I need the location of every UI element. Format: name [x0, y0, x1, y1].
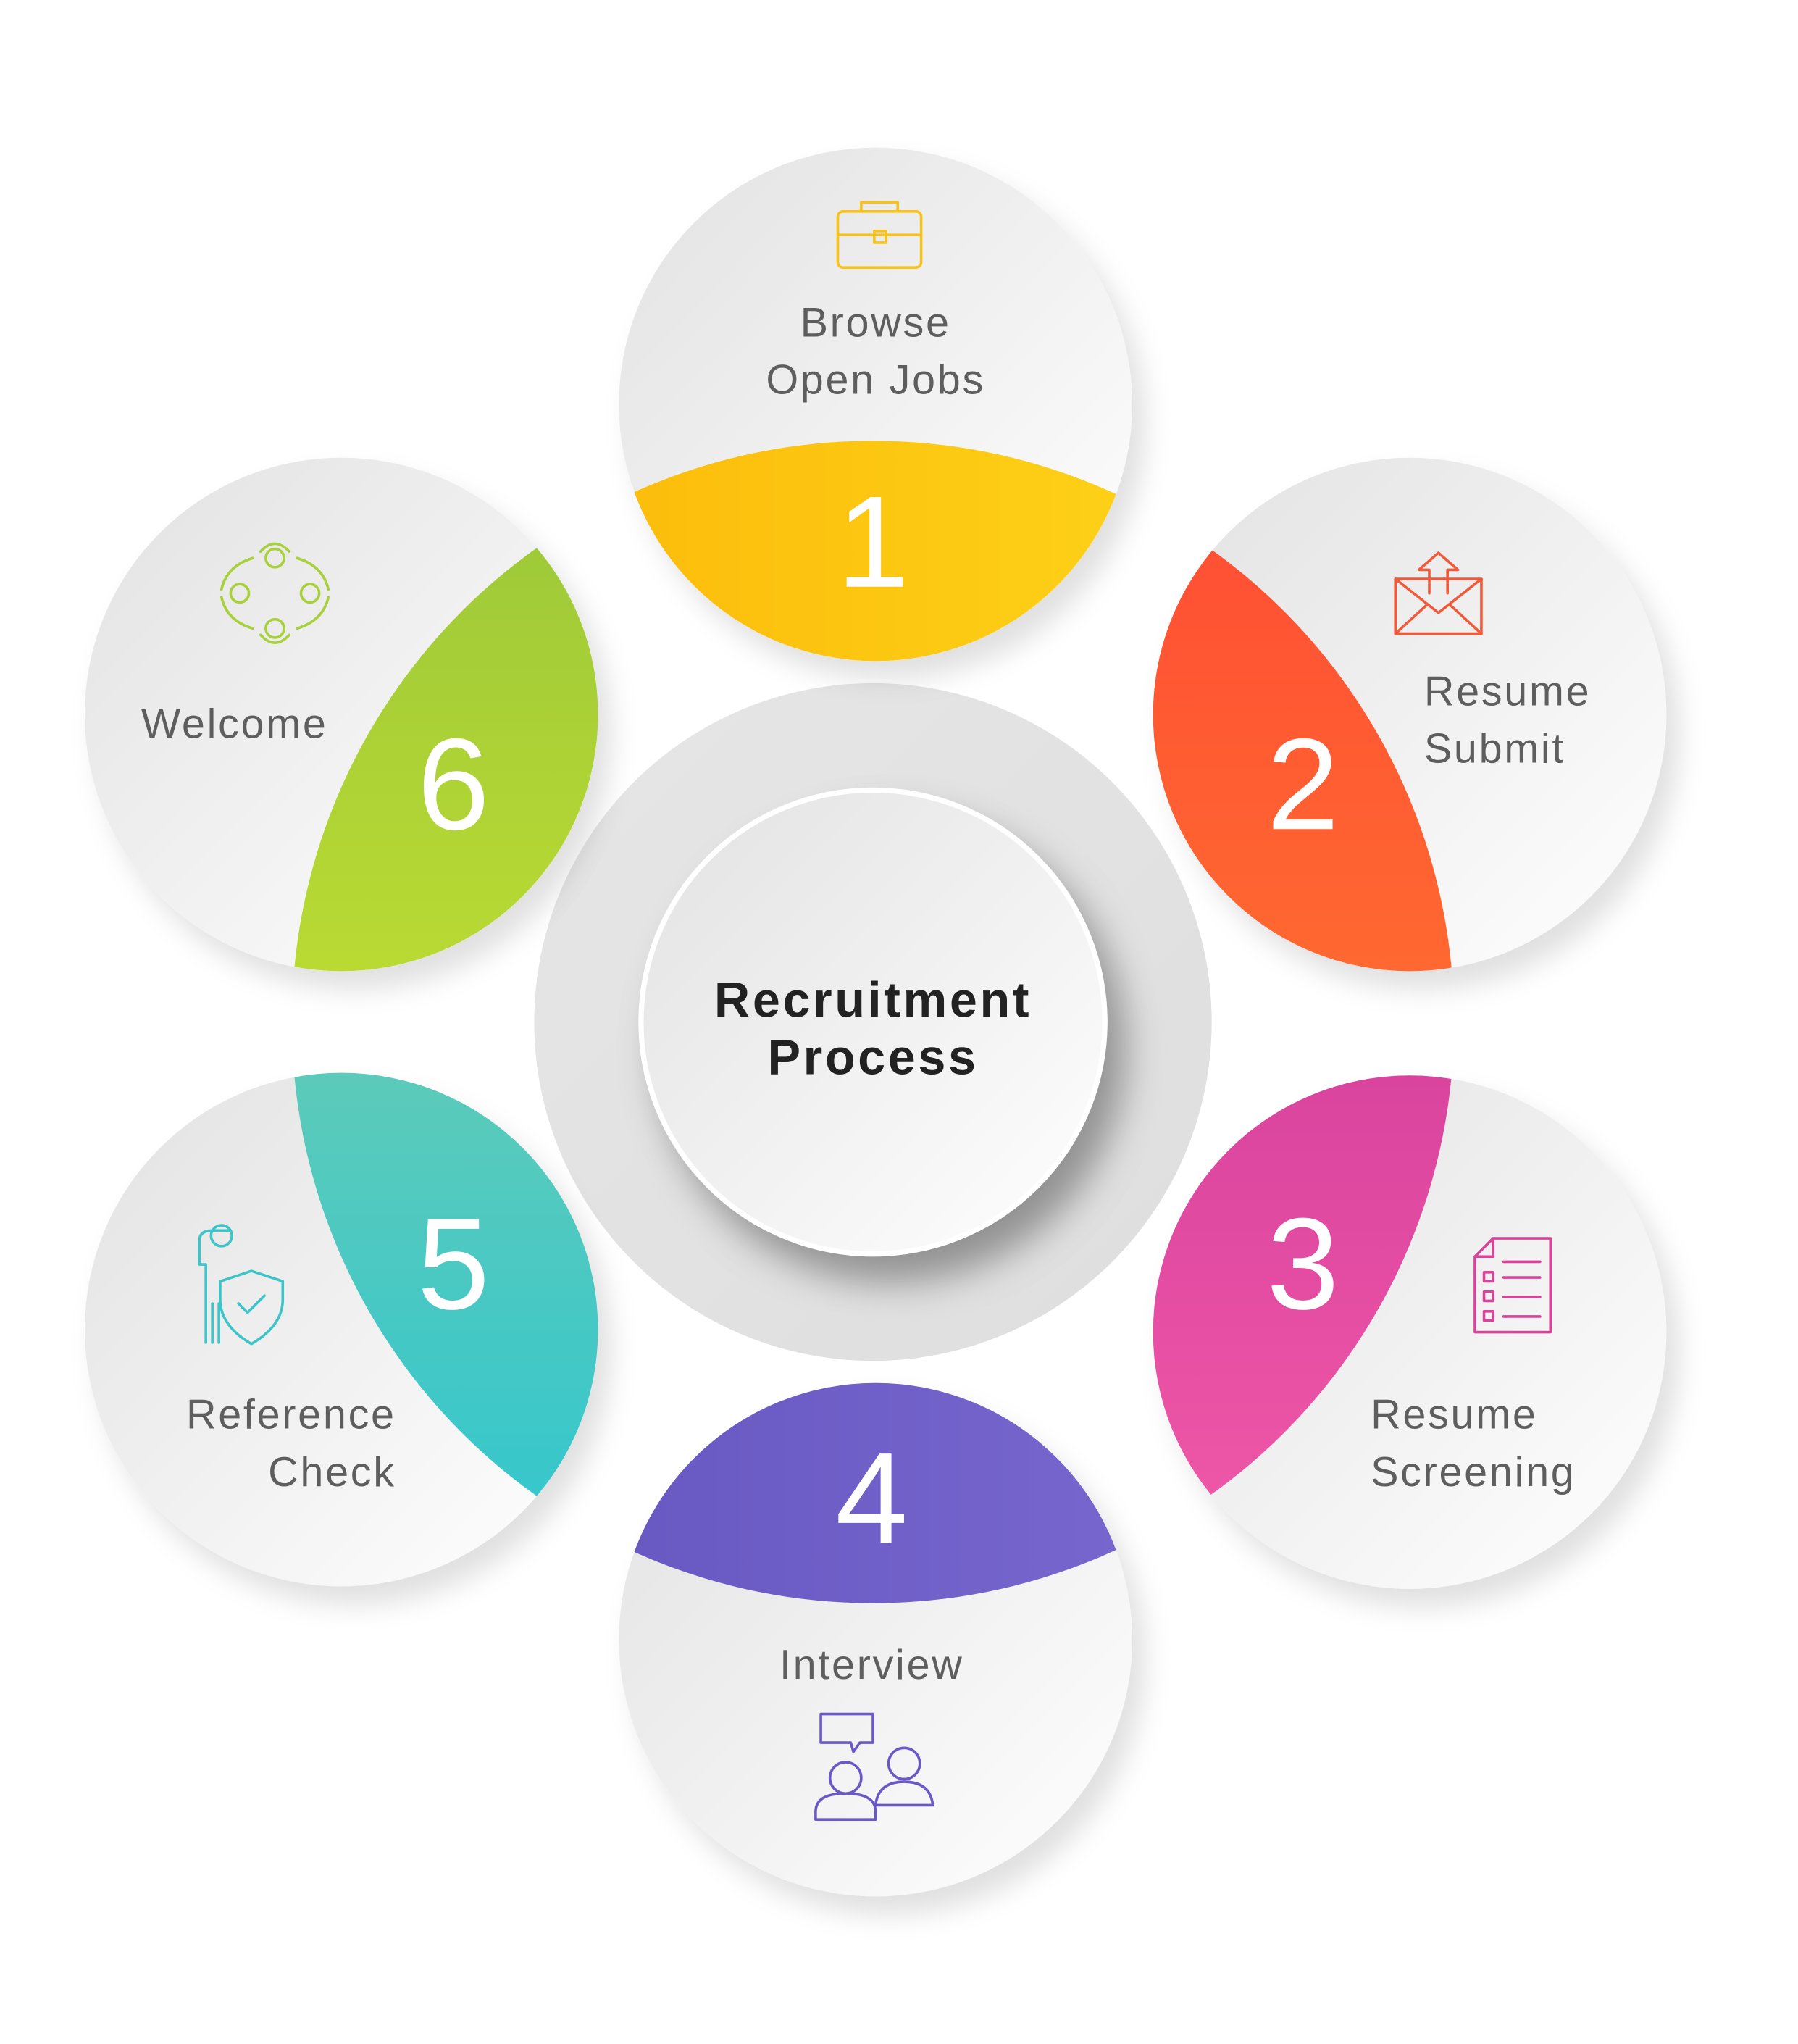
step-3-number: 3 [1267, 1191, 1339, 1337]
step-2-segment [1153, 457, 1455, 972]
step-1-browse-open-jobs: 1 Browse Open Jobs [619, 147, 1132, 662]
team-circle-icon [219, 542, 330, 644]
title-line2: Process [767, 1030, 978, 1085]
step-2-label-line1: Resume [1424, 668, 1591, 714]
step-3-label-line1: Resume [1371, 1392, 1537, 1438]
step-4-label: Interview [779, 1642, 964, 1688]
person-shield-icon [198, 1224, 285, 1346]
step-4-interview: 4 Interview [619, 1382, 1132, 1897]
document-list-icon [1473, 1237, 1552, 1334]
step-4-number: 4 [835, 1426, 908, 1572]
step-2-number: 2 [1267, 712, 1339, 857]
step-3-resume-screening: 3 Resume Screening [1153, 1075, 1667, 1589]
step-5-label-line1: Reference [186, 1392, 396, 1438]
interview-people-icon [814, 1712, 934, 1822]
step-5-label-line2: Check [268, 1449, 396, 1496]
step-6-segment [291, 457, 598, 972]
step-6-label: Welcome [141, 701, 328, 747]
step-5-number: 5 [417, 1191, 490, 1337]
step-2-resume-submit: 2 Resume Submit [1153, 457, 1667, 972]
step-5-segment [291, 1072, 598, 1587]
step-3-segment [1153, 1075, 1455, 1589]
center-circle [638, 787, 1108, 1257]
step-3-label-line2: Screening [1371, 1449, 1576, 1496]
envelope-upload-icon [1394, 551, 1483, 635]
step-6-number: 6 [417, 712, 490, 857]
step-1-label-line1: Browse [800, 299, 951, 346]
briefcase-icon [836, 201, 923, 269]
step-2-label-line2: Submit [1424, 726, 1565, 772]
step-1-label-line2: Open Jobs [766, 357, 985, 404]
step-6-welcome: 6 Welcome [84, 457, 598, 972]
step-5-reference-check: 5 Reference Check [84, 1072, 598, 1587]
title-line1: Recruitment [714, 972, 1032, 1027]
step-1-number: 1 [837, 470, 909, 615]
